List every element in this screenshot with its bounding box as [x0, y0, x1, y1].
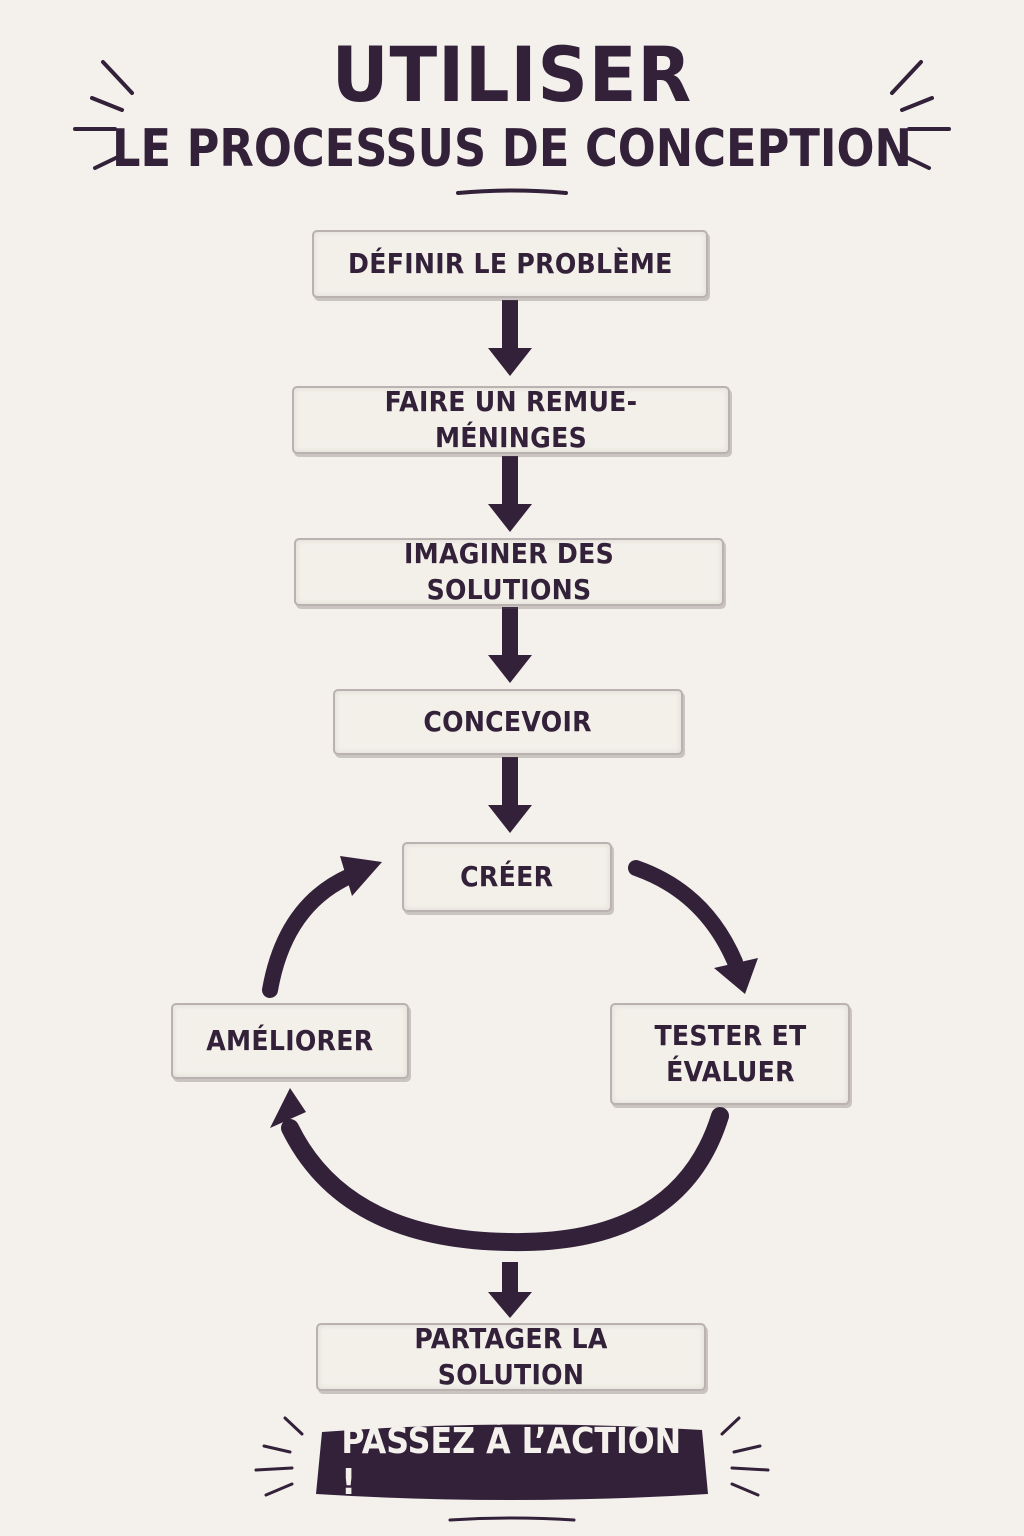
- step-label: DÉFINIR LE PROBLÈME: [347, 247, 673, 280]
- title-burst-left: [73, 60, 134, 170]
- cycle-create: CRÉER: [402, 842, 612, 912]
- title-main: UTILISER: [331, 30, 693, 119]
- cta-burst-left: [254, 1416, 304, 1497]
- step-label: CONCEVOIR: [423, 705, 593, 738]
- cycle-create-label: CRÉER: [460, 860, 554, 893]
- title-underline: [456, 188, 568, 195]
- step-label: IMAGINER DES SOLUTIONS: [403, 537, 615, 606]
- cycle-improve: AMÉLIORER: [171, 1003, 409, 1079]
- cta-brush: [316, 1424, 708, 1500]
- step-imagine-solutions: IMAGINER DES SOLUTIONS: [294, 537, 724, 606]
- cta-underline: [448, 1516, 576, 1522]
- step-label: FAIRE UN REMUE-MÉNINGES: [384, 385, 638, 454]
- step-brainstorm: FAIRE UN REMUE-MÉNINGES: [292, 385, 730, 454]
- cta-label: PASSEZ À L’ACTION !: [341, 1421, 682, 1503]
- step-label: PARTAGER LA SOLUTION: [414, 1322, 608, 1391]
- step-define-problem: DÉFINIR LE PROBLÈME: [312, 230, 708, 298]
- cta-burst-right: [720, 1416, 770, 1497]
- cycle-test-evaluate: TESTER ET ÉVALUER: [610, 1003, 850, 1105]
- cycle-test-label-line2: ÉVALUER: [665, 1055, 795, 1088]
- step-share-solution: PARTAGER LA SOLUTION: [316, 1322, 706, 1391]
- cycle-improve-label: AMÉLIORER: [206, 1024, 374, 1057]
- cycle-test-label-line1: TESTER ET: [654, 1019, 806, 1052]
- step-arrows: [488, 300, 532, 1318]
- step-design: CONCEVOIR: [333, 689, 683, 755]
- call-to-action: PASSEZ À L’ACTION !: [318, 1421, 708, 1503]
- cycle-arrows: [262, 860, 743, 1252]
- title-burst-right: [890, 60, 951, 170]
- cycle-arrowheads: [270, 856, 758, 1128]
- title-subtitle: LE PROCESSUS DE CONCEPTION: [112, 119, 912, 179]
